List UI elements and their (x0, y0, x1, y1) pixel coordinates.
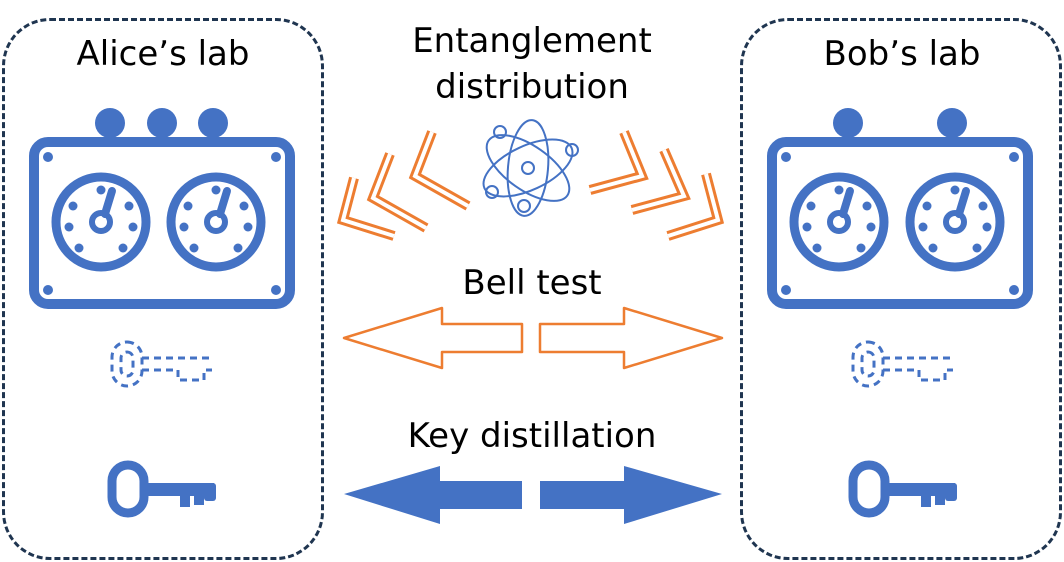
alice-lab-title: Alice’s lab (76, 34, 250, 74)
bob-measurement-device-icon (767, 108, 1033, 309)
alice-dashed-key-icon (110, 340, 214, 388)
entanglement-arrows-left (336, 130, 471, 241)
key-distillation-arrow-left (344, 466, 522, 524)
alice-measurement-device-icon (29, 108, 295, 309)
bob-lab-box (740, 18, 1062, 560)
alice-lab-box (2, 18, 324, 560)
entanglement-distribution-label: Entanglement distribution (360, 18, 704, 110)
entanglement-label-line2: distribution (435, 67, 629, 107)
bell-test-arrow-right (538, 306, 724, 370)
bob-key-icon (853, 465, 957, 513)
alice-key-icon (112, 465, 216, 513)
bell-test-label: Bell test (462, 263, 602, 303)
bob-lab-title: Bob’s lab (823, 34, 981, 74)
entanglement-label-line1: Entanglement (412, 21, 652, 61)
bob-dashed-key-icon (851, 340, 955, 388)
key-distillation-label: Key distillation (407, 416, 657, 456)
bell-test-arrow-left (342, 306, 524, 370)
atom-source-icon (482, 119, 579, 217)
key-distillation-arrow-right (540, 466, 722, 524)
